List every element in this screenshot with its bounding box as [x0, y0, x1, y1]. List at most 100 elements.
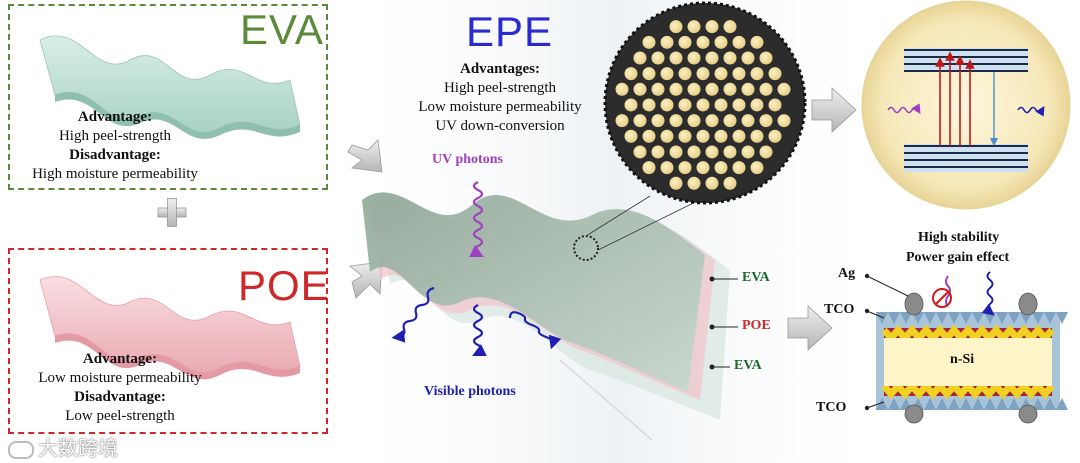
- cell-benefit-line1: High stability: [918, 230, 1000, 245]
- nanoparticle: [642, 129, 656, 143]
- nanoparticle: [696, 129, 710, 143]
- nanoparticle: [624, 129, 638, 143]
- cell-uv-arrow: [945, 275, 951, 307]
- nanoparticle: [696, 67, 710, 81]
- nanoparticle: [660, 98, 674, 112]
- nanoparticle: [732, 98, 746, 112]
- nanoparticle: [759, 145, 773, 159]
- nanoparticle: [669, 114, 683, 128]
- nanoparticle: [678, 161, 692, 175]
- nanoparticle: [687, 176, 701, 190]
- nanoparticle: [633, 145, 647, 159]
- nanoparticle: [750, 161, 764, 175]
- eva-advantage-text: High peel-strength: [58, 128, 172, 144]
- nanoparticle: [660, 67, 674, 81]
- eva-panel: [8, 4, 328, 190]
- nanoparticle: [759, 51, 773, 65]
- nanoparticle: [723, 82, 737, 96]
- nanoparticle: [723, 176, 737, 190]
- nanoparticle: [642, 161, 656, 175]
- nanoparticle: [633, 114, 647, 128]
- eva-caption: Advantage: High peel-strength Disadvanta…: [10, 108, 220, 184]
- nanoparticle: [642, 67, 656, 81]
- poe-disadvantage-heading: Disadvantage:: [74, 389, 166, 405]
- nanoparticle: [678, 98, 692, 112]
- layer-eva-top-label: EVA: [742, 270, 770, 285]
- nanoparticle: [642, 98, 656, 112]
- nanoparticle: [705, 176, 719, 190]
- nanoparticle: [705, 114, 719, 128]
- tco-bottom-label: TCO: [816, 400, 847, 415]
- nanoparticle: [723, 51, 737, 65]
- visible-photon-arrow-2: [472, 304, 487, 356]
- nanoparticle: [732, 161, 746, 175]
- poe-advantage-heading: Advantage:: [82, 351, 158, 367]
- watermark-logo-icon: [8, 440, 34, 459]
- epe-film-illustration: [362, 192, 730, 441]
- energy-band-diagram: [887, 48, 1045, 172]
- nanoparticle: [759, 82, 773, 96]
- arrow-to-solar-cell: [787, 305, 833, 351]
- nanoparticle: [750, 98, 764, 112]
- n-si-label: n-Si: [950, 352, 975, 367]
- epe-advantage-1: High peel-strength: [443, 80, 557, 96]
- nanoparticle-array: [615, 20, 791, 190]
- nanoparticle: [687, 51, 701, 65]
- nanoparticle: [687, 20, 701, 34]
- nanoparticle: [705, 20, 719, 34]
- poe-title: POE: [238, 262, 330, 309]
- eva-title: EVA: [240, 6, 324, 53]
- layer-poe-label: POE: [742, 318, 771, 333]
- nanoparticle: [714, 161, 728, 175]
- nanoparticle: [714, 67, 728, 81]
- poe-disadvantage-text: Low peel-strength: [65, 408, 175, 424]
- uv-photon-arrow: [469, 181, 484, 257]
- nanoparticle: [705, 51, 719, 65]
- nanoparticle: [714, 98, 728, 112]
- nanoparticle: [750, 35, 764, 49]
- eva-advantage-heading: Advantage:: [77, 109, 153, 125]
- solar-cell-illustration: [864, 271, 1068, 424]
- nanoparticle: [768, 67, 782, 81]
- nanoparticle: [687, 82, 701, 96]
- watermark-text: 大数跨境: [38, 436, 118, 460]
- blocked-icon: [932, 288, 952, 308]
- nanoparticle: [687, 114, 701, 128]
- nanoparticle: [687, 145, 701, 159]
- energy-level-sphere: [861, 0, 1071, 210]
- nanoparticle: [723, 114, 737, 128]
- nanoparticle: [741, 145, 755, 159]
- nanoparticle: [669, 51, 683, 65]
- eva-disadvantage-text: High moisture permeability: [32, 166, 198, 182]
- nanoparticle: [624, 67, 638, 81]
- nanoparticle: [633, 82, 647, 96]
- nanoparticle: [660, 35, 674, 49]
- nanoparticle: [714, 35, 728, 49]
- nanoparticle: [651, 51, 665, 65]
- nanoparticle: [660, 161, 674, 175]
- nanoparticle: [696, 98, 710, 112]
- nanoparticle: [696, 161, 710, 175]
- nanoparticle: [750, 129, 764, 143]
- nanoparticle: [768, 98, 782, 112]
- tco-top-label: TCO: [824, 302, 855, 317]
- epe-advantages-heading: Advantages:: [459, 61, 540, 77]
- nanoparticle: [669, 176, 683, 190]
- nanoparticle: [678, 129, 692, 143]
- plus-icon: [157, 198, 187, 227]
- nanoparticle: [732, 129, 746, 143]
- arrow-to-energy-levels: [811, 87, 857, 133]
- nanoparticle: [642, 35, 656, 49]
- nanoparticle: [732, 67, 746, 81]
- nanoparticle: [669, 82, 683, 96]
- arrow-eva-to-epe: [347, 139, 383, 173]
- nanoparticle: [633, 51, 647, 65]
- watermark: 大数跨境: [8, 432, 118, 461]
- nanoparticle: [777, 82, 791, 96]
- epe-advantage-3: UV down-conversion: [435, 118, 565, 134]
- ag-label: Ag: [838, 266, 856, 281]
- zoom-line-a: [585, 195, 651, 237]
- epe-advantage-2: Low moisture permeability: [418, 99, 582, 115]
- nanoparticle: [741, 82, 755, 96]
